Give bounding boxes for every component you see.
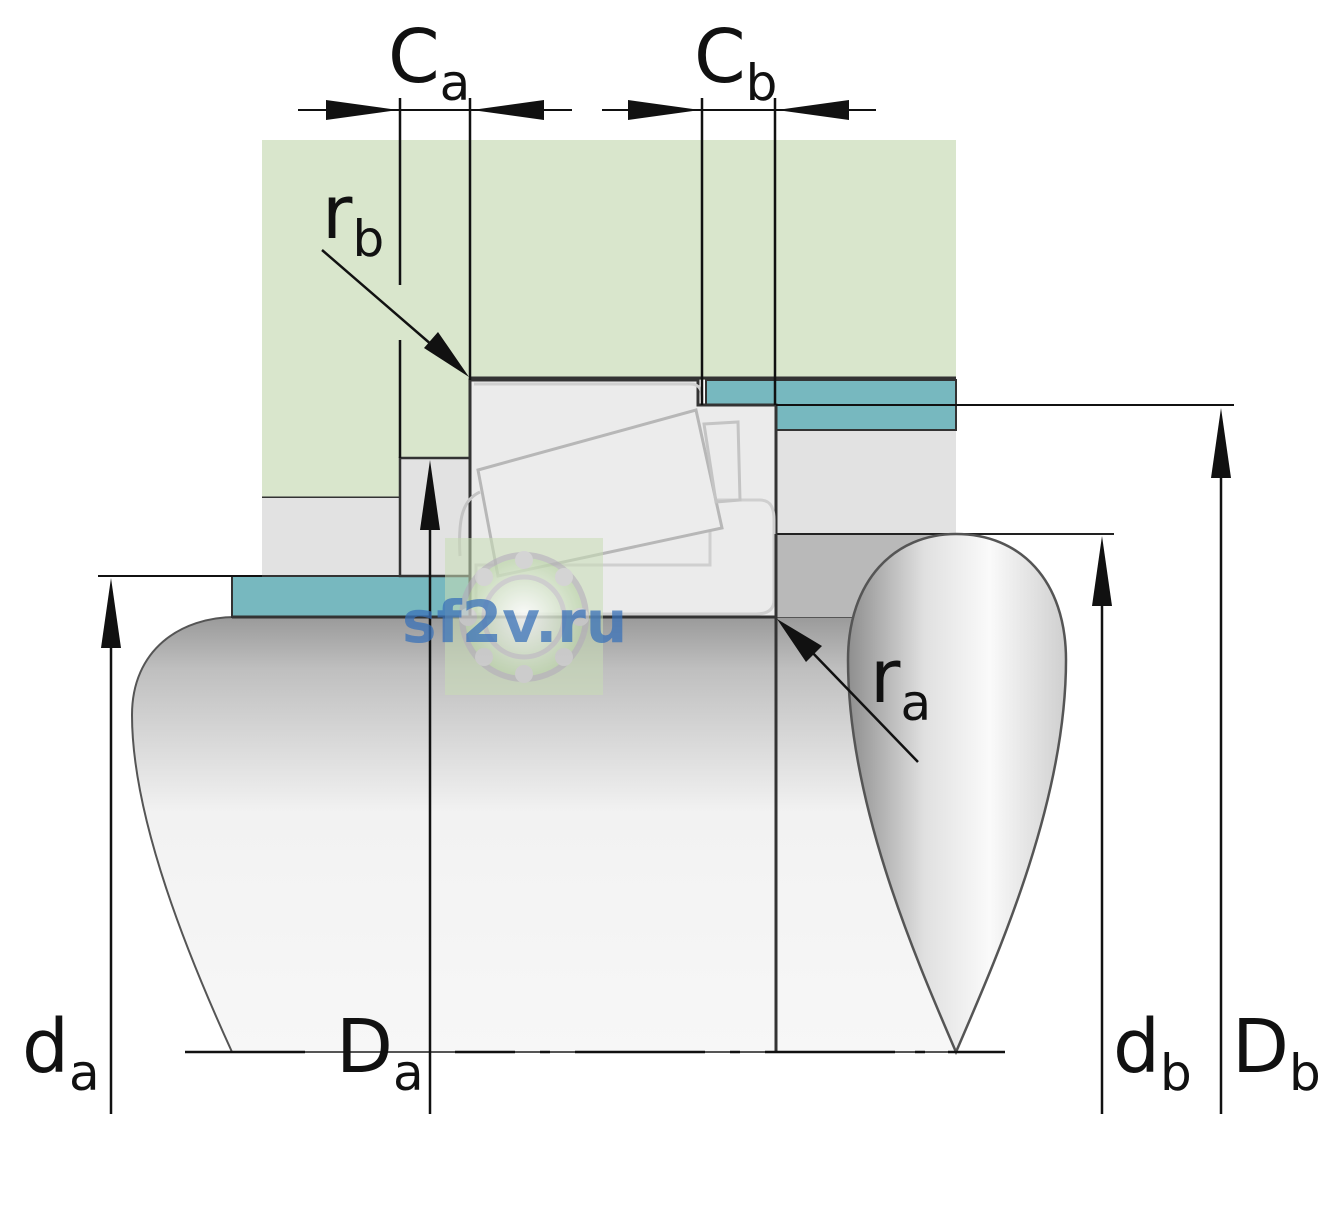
housing-section <box>262 140 956 498</box>
watermark-text: sf2v.ru <box>402 588 627 656</box>
ca-arrow-left <box>326 100 398 120</box>
label-ra: ra <box>870 634 931 732</box>
ra-leader <box>807 647 919 763</box>
label-Db: Db <box>1232 1004 1321 1102</box>
label-cb: Cb <box>694 14 777 112</box>
ra-arrow <box>777 619 822 662</box>
label-ca: Ca <box>388 14 470 112</box>
da-arrow <box>101 578 121 648</box>
label-db: db <box>1113 1004 1192 1102</box>
bearing-inner-raceway <box>474 498 776 616</box>
Da-arrow <box>420 460 440 530</box>
cb-arrow-right <box>777 100 849 120</box>
right-gray-section <box>776 430 956 534</box>
cb-arrow-left <box>628 100 700 120</box>
left-gray-section <box>262 498 400 576</box>
rb-leader <box>321 249 441 353</box>
label-Da: Da <box>336 1004 424 1102</box>
label-da: da <box>22 1004 100 1102</box>
rb-arrow <box>424 332 469 377</box>
watermark-logo <box>445 538 603 695</box>
ca-arrow-right <box>472 100 544 120</box>
Db-arrow <box>1211 408 1231 478</box>
shaft-body <box>130 616 957 1053</box>
bearing-cage <box>702 420 742 504</box>
db-arrow <box>1092 536 1112 606</box>
label-rb: rb <box>322 170 384 268</box>
